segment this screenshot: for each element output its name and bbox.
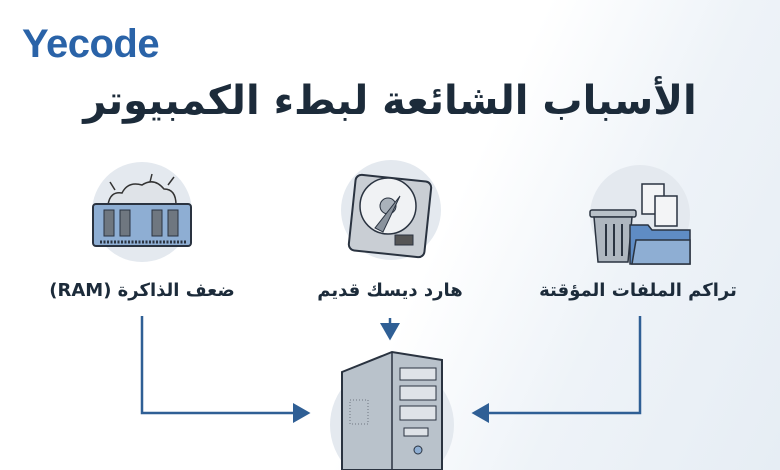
- ram-icon: [92, 162, 192, 262]
- cause-label-hdd: هارد ديسك قديم: [317, 280, 463, 301]
- computer-tower-icon: [330, 350, 454, 470]
- cause-label-ram: ضعف الذاكرة (RAM): [49, 280, 235, 301]
- cause-label-temp-files: تراكم الملفات المؤقتة: [539, 280, 737, 301]
- brand-logo: Yecode: [22, 22, 160, 66]
- page-title: الأسباب الشائعة لبطء الكمبيوتر: [83, 78, 697, 124]
- hard-disk-icon: [341, 160, 441, 260]
- temp-files-icon: [589, 165, 691, 265]
- arrow-ram-to-computer: [140, 316, 311, 423]
- arrow-temp-to-computer: [471, 316, 642, 423]
